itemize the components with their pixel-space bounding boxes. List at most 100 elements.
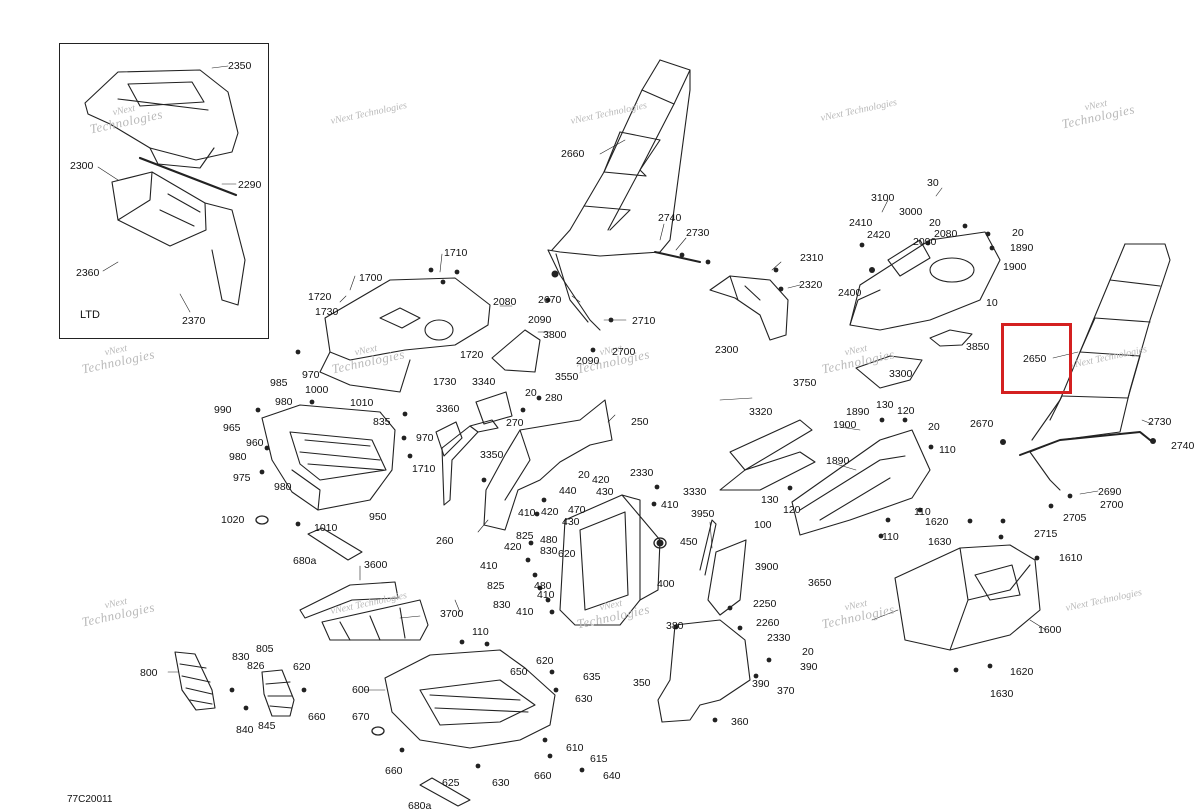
part-label[interactable]: 3600 bbox=[364, 559, 388, 571]
part-label[interactable]: 270 bbox=[506, 417, 524, 429]
part-label[interactable]: 805 bbox=[256, 643, 274, 655]
part-label[interactable]: 2090 bbox=[528, 314, 552, 326]
part-label[interactable]: 2330 bbox=[630, 467, 654, 479]
part-label[interactable]: 2360 bbox=[76, 267, 100, 279]
part-label[interactable]: 3320 bbox=[749, 406, 773, 418]
part-label[interactable]: 2670 bbox=[538, 294, 562, 306]
part-label[interactable]: 2700 bbox=[1100, 499, 1124, 511]
part-label[interactable]: 410 bbox=[516, 606, 534, 618]
part-label[interactable]: 980 bbox=[275, 396, 293, 408]
part-label[interactable]: 830 bbox=[493, 599, 511, 611]
part-label[interactable]: 825 bbox=[487, 580, 505, 592]
part-label[interactable]: 3360 bbox=[436, 403, 460, 415]
part-label[interactable]: 640 bbox=[603, 770, 621, 782]
part-label[interactable]: 440 bbox=[559, 485, 577, 497]
part-label[interactable]: 2350 bbox=[228, 60, 252, 72]
part-label[interactable]: 480 bbox=[534, 580, 552, 592]
part-label[interactable]: 280 bbox=[545, 392, 563, 404]
part-label[interactable]: 2670 bbox=[970, 418, 994, 430]
part-label[interactable]: 3800 bbox=[543, 329, 567, 341]
part-label[interactable]: 1900 bbox=[833, 419, 857, 431]
part-label[interactable]: 1890 bbox=[826, 455, 850, 467]
part-label[interactable]: 1720 bbox=[308, 291, 332, 303]
part-label[interactable]: 2090 bbox=[576, 355, 600, 367]
part-label[interactable]: 1900 bbox=[1003, 261, 1027, 273]
part-label[interactable]: 835 bbox=[373, 416, 391, 428]
part-label[interactable]: 2250 bbox=[753, 598, 777, 610]
part-label[interactable]: 1890 bbox=[846, 406, 870, 418]
part-label[interactable]: 400 bbox=[657, 578, 675, 590]
part-label[interactable]: 410 bbox=[661, 499, 679, 511]
part-label[interactable]: 10 bbox=[986, 297, 998, 309]
part-label[interactable]: 1730 bbox=[315, 306, 339, 318]
part-label[interactable]: 620 bbox=[293, 661, 311, 673]
part-label[interactable]: 800 bbox=[140, 667, 158, 679]
part-label[interactable]: 130 bbox=[761, 494, 779, 506]
part-label[interactable]: 260 bbox=[436, 535, 454, 547]
part-label[interactable]: 110 bbox=[939, 444, 956, 456]
part-label[interactable]: 1010 bbox=[350, 397, 374, 409]
part-label[interactable]: 625 bbox=[442, 777, 460, 789]
part-label[interactable]: 2400 bbox=[838, 287, 862, 299]
part-label[interactable]: 3300 bbox=[889, 368, 913, 380]
part-label[interactable]: 350 bbox=[633, 677, 651, 689]
part-label[interactable]: 480 bbox=[540, 534, 558, 546]
part-label[interactable]: 600 bbox=[352, 684, 370, 696]
part-label[interactable]: 130 bbox=[876, 399, 894, 411]
part-label[interactable]: 1610 bbox=[1059, 552, 1083, 564]
part-label[interactable]: 830 bbox=[540, 545, 558, 557]
part-label[interactable]: 990 bbox=[214, 404, 232, 416]
part-label[interactable]: 110 bbox=[914, 506, 931, 518]
part-label[interactable]: 630 bbox=[575, 693, 593, 705]
part-label[interactable]: 3900 bbox=[755, 561, 779, 573]
part-label[interactable]: 20 bbox=[802, 646, 814, 658]
part-label[interactable]: 2080 bbox=[493, 296, 517, 308]
part-label[interactable]: 2730 bbox=[686, 227, 710, 239]
part-label[interactable]: 2730 bbox=[1148, 416, 1172, 428]
part-label[interactable]: 1710 bbox=[412, 463, 436, 475]
part-label[interactable]: 965 bbox=[223, 422, 241, 434]
part-label[interactable]: 2290 bbox=[238, 179, 262, 191]
part-label[interactable]: 120 bbox=[897, 405, 915, 417]
part-label[interactable]: 470 bbox=[568, 504, 586, 516]
part-label[interactable]: 1710 bbox=[444, 247, 468, 259]
part-label[interactable]: 390 bbox=[800, 661, 818, 673]
part-label[interactable]: 3700 bbox=[440, 608, 464, 620]
part-label[interactable]: 2370 bbox=[182, 315, 206, 327]
part-label[interactable]: 3550 bbox=[555, 371, 579, 383]
part-label[interactable]: 410 bbox=[480, 560, 498, 572]
part-label[interactable]: 3100 bbox=[871, 192, 895, 204]
part-label[interactable]: 2420 bbox=[867, 229, 891, 241]
part-label[interactable]: 960 bbox=[246, 437, 264, 449]
part-label[interactable]: 110 bbox=[472, 626, 489, 638]
part-label[interactable]: 2700 bbox=[612, 346, 636, 358]
part-label[interactable]: 3350 bbox=[480, 449, 504, 461]
part-label[interactable]: 1020 bbox=[221, 514, 245, 526]
part-label[interactable]: 1630 bbox=[990, 688, 1014, 700]
part-label[interactable]: 2260 bbox=[756, 617, 780, 629]
part-label[interactable]: 620 bbox=[558, 548, 576, 560]
part-label[interactable]: 120 bbox=[783, 504, 801, 516]
part-label[interactable]: 1000 bbox=[305, 384, 329, 396]
part-label[interactable]: 2705 bbox=[1063, 512, 1087, 524]
part-label[interactable]: 660 bbox=[385, 765, 403, 777]
part-label[interactable]: 420 bbox=[592, 474, 610, 486]
part-label[interactable]: 2330 bbox=[767, 632, 791, 644]
part-label[interactable]: 1620 bbox=[925, 516, 949, 528]
part-label[interactable]: 985 bbox=[270, 377, 288, 389]
part-label[interactable]: 2080 bbox=[934, 228, 958, 240]
part-label[interactable]: 3330 bbox=[683, 486, 707, 498]
part-label[interactable]: 980 bbox=[229, 451, 247, 463]
part-label[interactable]: 615 bbox=[590, 753, 608, 765]
part-label[interactable]: 2710 bbox=[632, 315, 656, 327]
part-label[interactable]: 20 bbox=[578, 469, 590, 481]
part-label[interactable]: 845 bbox=[258, 720, 276, 732]
part-label[interactable]: 2660 bbox=[561, 148, 585, 160]
part-label[interactable]: 420 bbox=[504, 541, 522, 553]
part-label[interactable]: 610 bbox=[566, 742, 584, 754]
part-label[interactable]: 840 bbox=[236, 724, 254, 736]
part-label[interactable]: 3850 bbox=[966, 341, 990, 353]
part-label[interactable]: 635 bbox=[583, 671, 601, 683]
part-label[interactable]: 2300 bbox=[715, 344, 739, 356]
part-label[interactable]: 830 bbox=[232, 651, 250, 663]
